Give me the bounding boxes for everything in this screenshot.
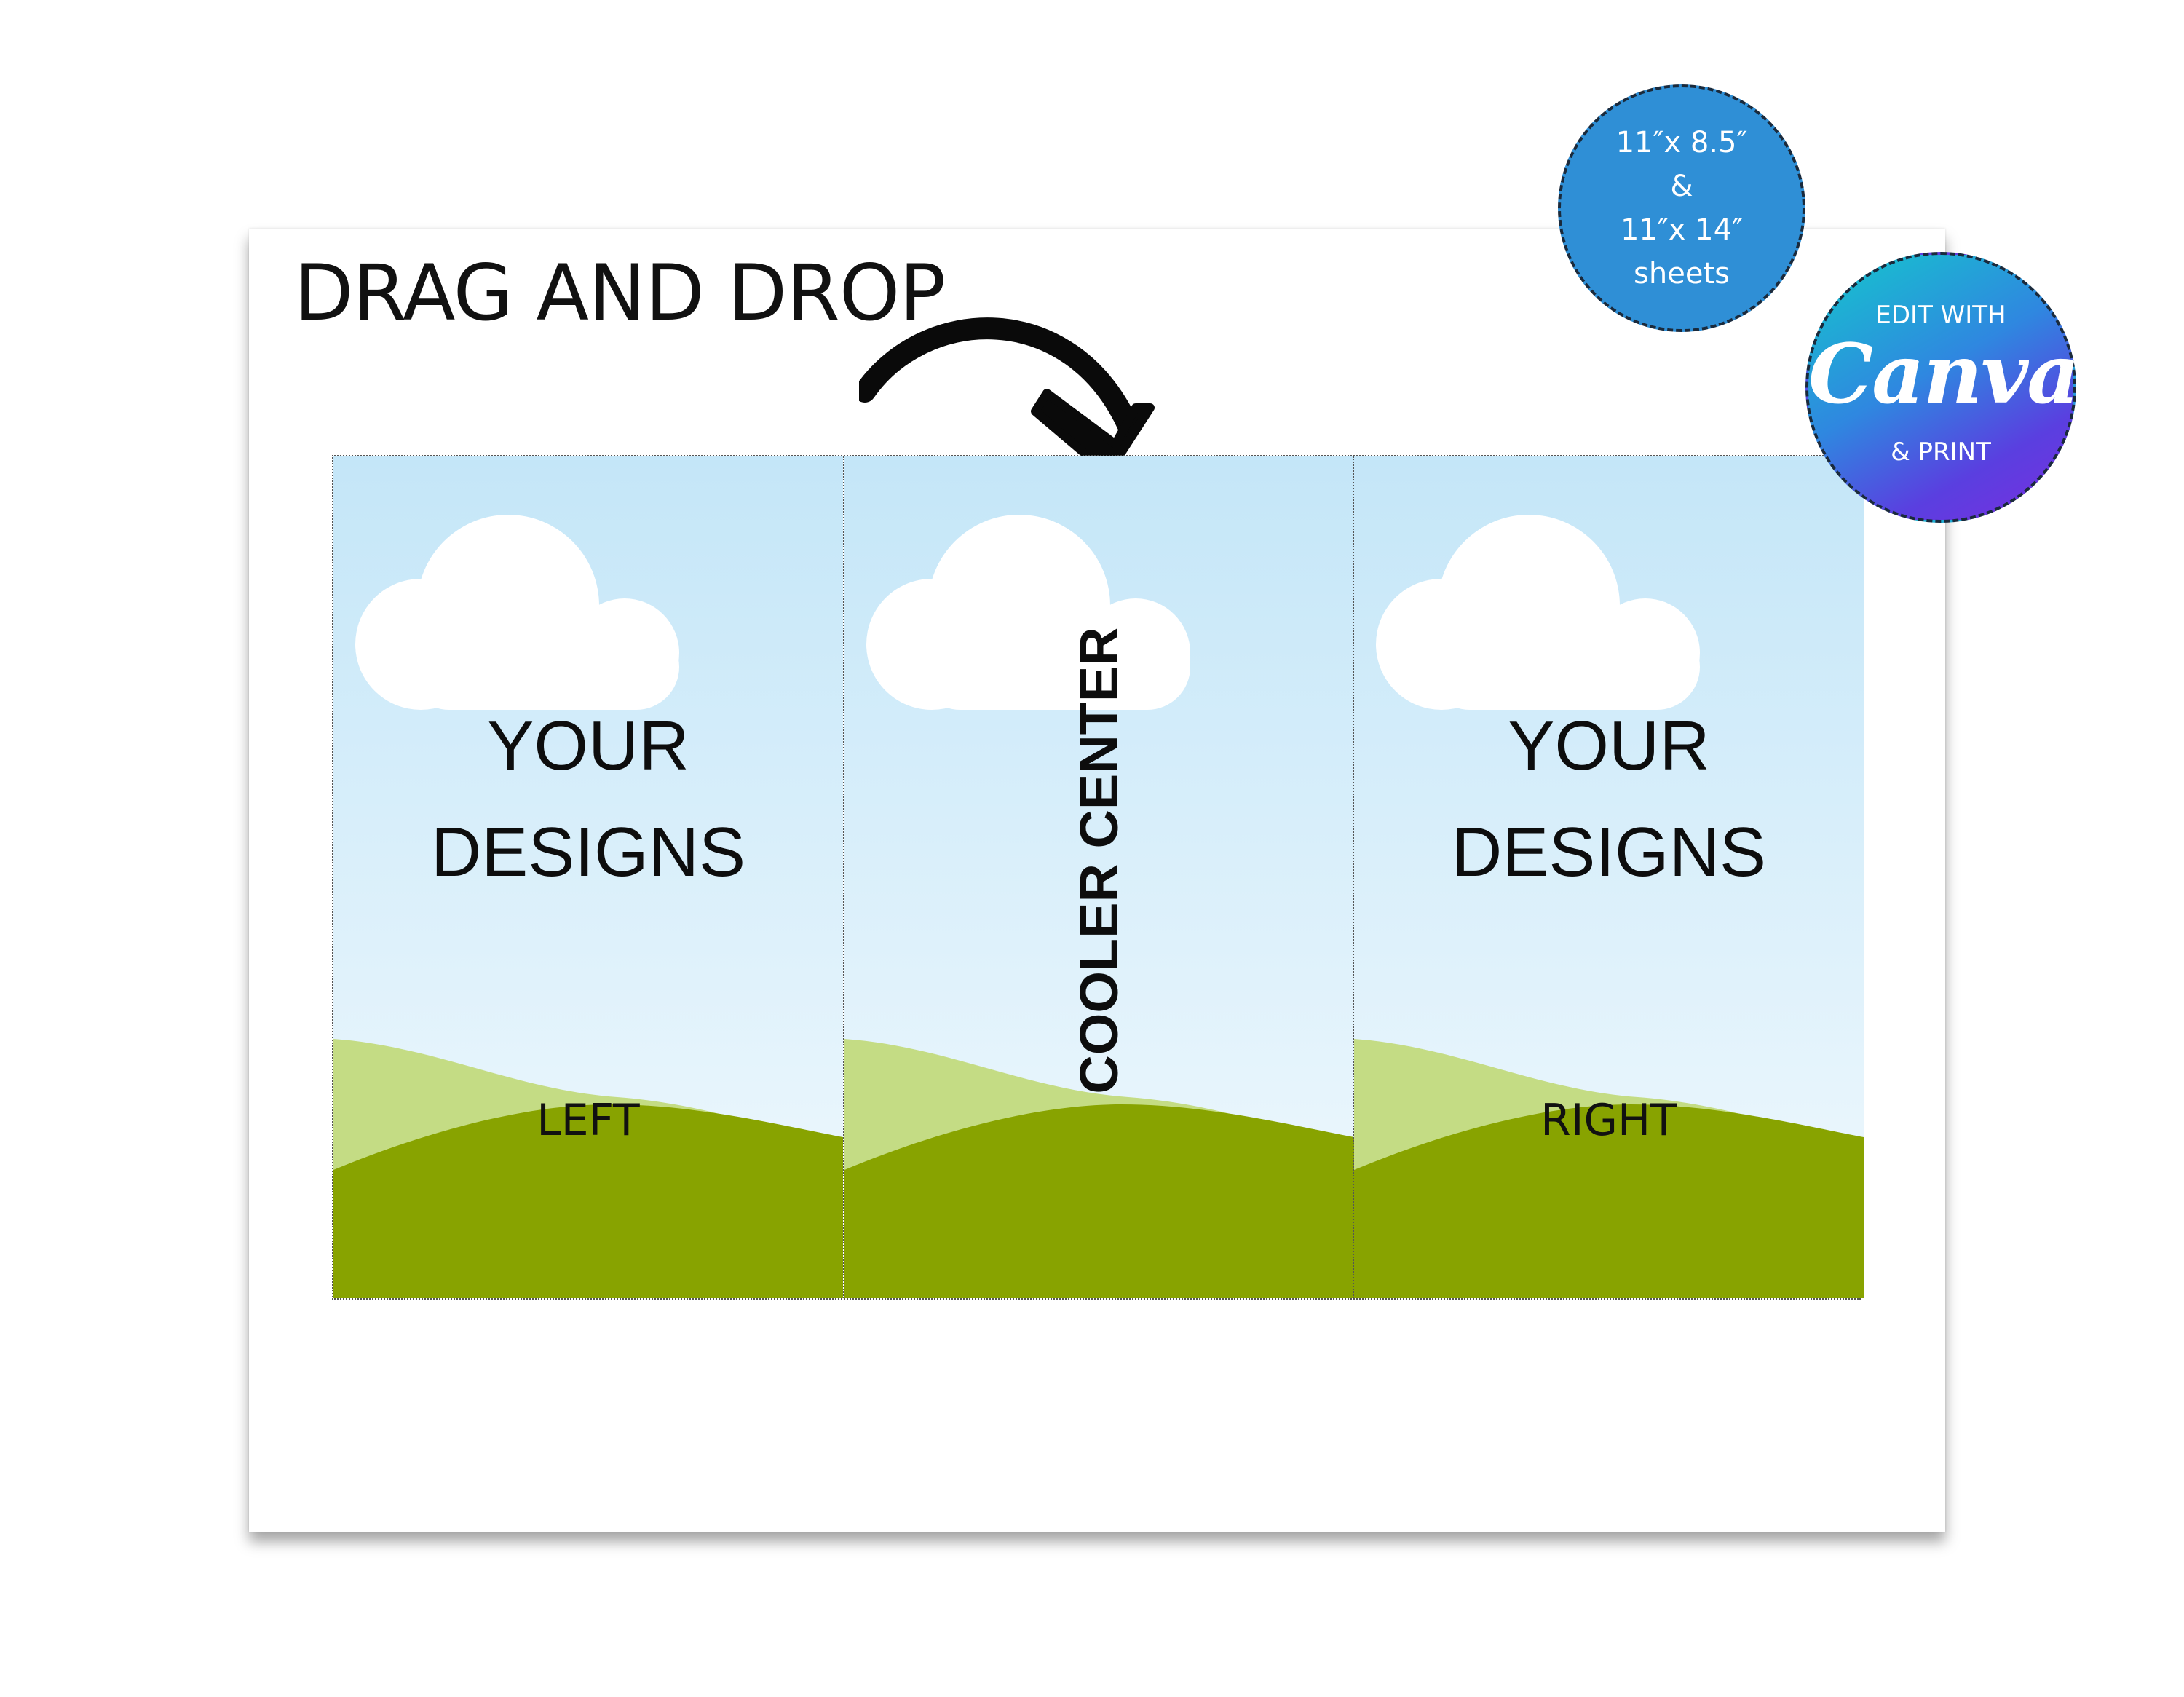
sheet-size-badge: 11″x 8.5″ & 11″x 14″ sheets [1558,84,1805,332]
cloud-icon [355,515,679,710]
placeholder-text: YOUR DESIGNS [1354,693,1864,906]
canva-badge-top: EDIT WITH [1875,301,2006,330]
panel-label-right: RIGHT [1540,1095,1677,1146]
placeholder-line-2: DESIGNS [430,813,746,891]
panel-label-left: LEFT [537,1095,640,1146]
canva-logo: Canva [1808,327,2080,422]
right-panel[interactable]: YOUR DESIGNS RIGHT [1353,456,1864,1298]
placeholder-line-1: YOUR [487,707,689,785]
canva-badge-bottom: & PRINT [1891,438,1991,467]
size-line-3: 11″x 14″ [1620,213,1744,247]
center-panel[interactable]: COOLER CENTER [843,456,1354,1298]
headline: DRAG AND DROP [294,248,946,338]
edit-with-canva-badge: EDIT WITH Canva & PRINT [1805,252,2080,523]
landscape-background [1354,456,1864,1298]
cloud-icon [1376,515,1700,710]
design-panels: YOUR DESIGNS LEFT [332,455,1864,1300]
left-panel[interactable]: YOUR DESIGNS LEFT [333,456,843,1298]
landscape-background [333,456,843,1298]
panel-label-center: COOLER CENTER [1069,627,1129,1094]
placeholder-text: YOUR DESIGNS [333,693,843,906]
size-line-4: sheets [1634,257,1730,290]
placeholder-line-2: DESIGNS [1451,813,1767,891]
size-line-2: & [1670,170,1693,203]
cloud-icon [866,515,1190,710]
size-line-1: 11″x 8.5″ [1615,126,1748,159]
placeholder-line-1: YOUR [1508,707,1710,785]
landscape-background [844,456,1354,1298]
